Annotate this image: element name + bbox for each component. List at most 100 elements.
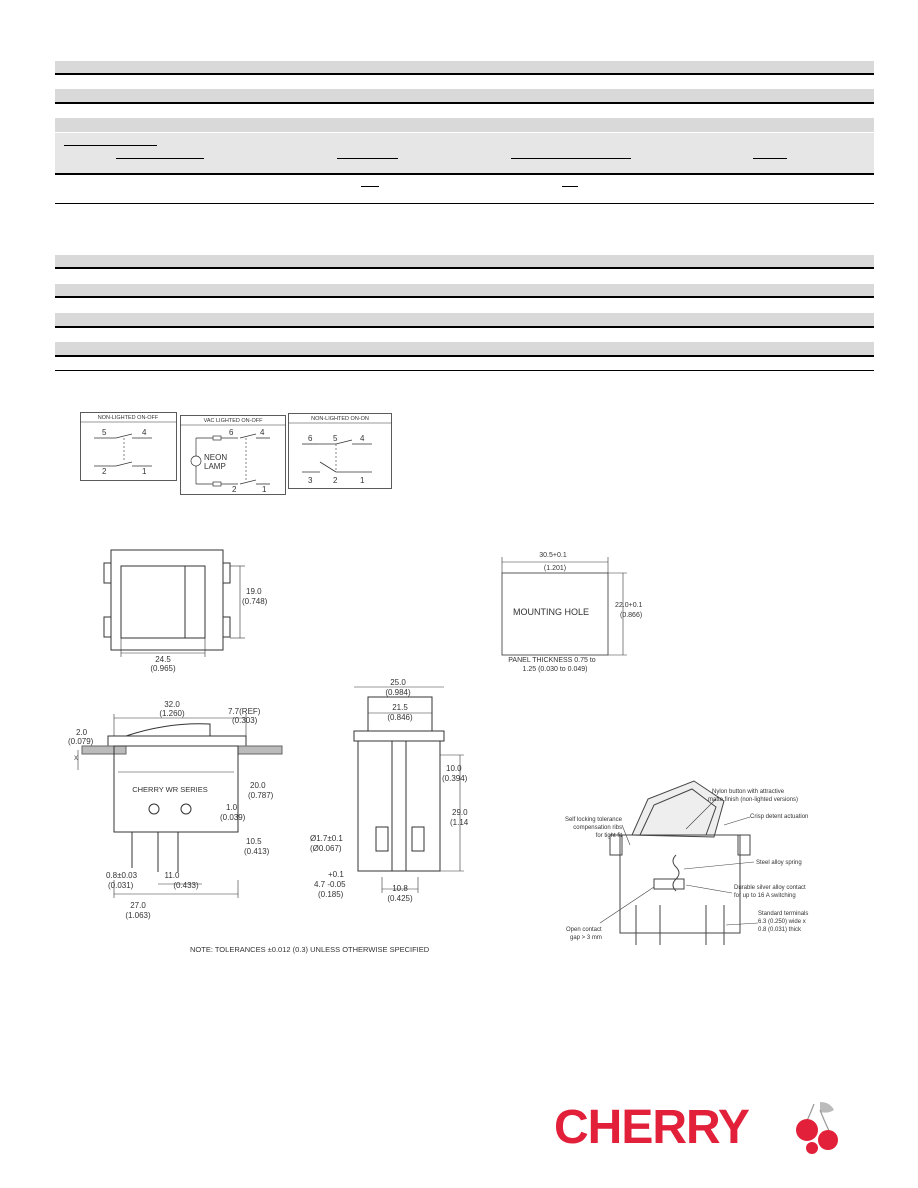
rule: [55, 73, 874, 75]
end-r2-mm: 29.0: [452, 808, 468, 817]
rule: [55, 173, 874, 175]
underline: [361, 186, 379, 187]
mounting-hole-drawing: 30.5+0.1 (1.201) MOUNTING HOLE 22.0+0.1 …: [501, 552, 643, 673]
side-left-in: (0.079): [68, 737, 94, 746]
table-band-5: [55, 284, 874, 296]
rule: [55, 370, 874, 371]
side-b3-in: (1.063): [125, 911, 151, 920]
underline: [116, 158, 204, 159]
wiring-a-t2: 2: [102, 467, 107, 476]
mount-panel-2: 1.25 (0.030 to 0.049): [523, 666, 588, 673]
end-pitch-mm: 10.8: [392, 884, 408, 893]
wiring-c-t6: 6: [308, 434, 313, 443]
wiring-a-title: NON-LIGHTED ON-OFF: [98, 415, 159, 421]
wiring-b-neon: NEON: [204, 453, 227, 462]
underline: [64, 145, 157, 146]
wiring-b-title: VAC LIGHTED ON-OFF: [204, 418, 264, 424]
wiring-c-t5: 5: [333, 434, 338, 443]
table-band-4: [55, 255, 874, 267]
cutaway-illustration: Nylon button with attractive matte finis…: [565, 780, 808, 945]
cutaway-c9: for up to 16 A switching: [734, 893, 796, 899]
wiring-c-t1: 1: [360, 476, 365, 485]
front-height-in: (0.748): [242, 597, 268, 606]
side-b2-in: (0.433): [173, 881, 199, 890]
cutaway-c8: Durable silver alloy contact: [734, 885, 806, 891]
side-view-drawing: 32.0 (1.260) 7.7(REF) (0.303) 2.0 (0.079…: [68, 700, 283, 920]
end-r2-in: (1.14: [450, 818, 469, 827]
wiring-a-t4: 4: [142, 428, 147, 437]
rule: [55, 203, 874, 204]
rule: [55, 326, 874, 328]
side-r3-in: (0.413): [244, 847, 270, 856]
cutaway-c1: Nylon button with attractive: [712, 789, 785, 795]
end-top-mm: 25.0: [390, 678, 406, 687]
end-r1-mm: 10.0: [446, 764, 462, 773]
side-r2-in: (0.039): [220, 813, 246, 822]
wiring-c-t4: 4: [360, 434, 365, 443]
cutaway-c3: Crisp detent actuation: [750, 814, 808, 820]
end-view-drawing: 25.0 (0.984) 21.5 (0.846) 10.0 (0.394) 2…: [310, 678, 469, 903]
end-mid-mm: 21.5: [392, 703, 408, 712]
side-b2-mm: 11.0: [165, 871, 181, 880]
cutaway-c14: gap > 3 mm: [570, 935, 602, 941]
end-pin-in: (0.185): [318, 890, 344, 899]
cherry-logo-text: CHERRY: [554, 1101, 750, 1154]
wiring-b-t6: 6: [229, 428, 234, 437]
wiring-b-t1: 1: [262, 485, 267, 494]
rule: [55, 102, 874, 104]
wiring-c-title: NON-LIGHTED ON-ON: [311, 416, 369, 422]
side-brand: CHERRY WR SERIES: [132, 785, 208, 794]
cutaway-c11: 6.3 (0.250) wide x: [758, 919, 806, 925]
mount-height-mm: 22.0+0.1: [615, 602, 643, 609]
cutaway-c7: Steel alloy spring: [756, 860, 802, 866]
cherry-logo: CHERRY: [554, 1101, 838, 1154]
side-r2-mm: 1.0: [226, 803, 238, 812]
table-band-7: [55, 342, 874, 355]
mount-label: MOUNTING HOLE: [513, 607, 589, 617]
end-r1-in: (0.394): [442, 774, 468, 783]
side-r3-mm: 10.5: [246, 837, 262, 846]
wiring-b-lamp: LAMP: [204, 462, 226, 471]
rule: [55, 267, 874, 269]
rule: [55, 296, 874, 298]
rule: [55, 355, 874, 357]
cutaway-c2: matte finish (non-lighted versions): [708, 797, 798, 803]
end-mid-in: (0.846): [387, 713, 413, 722]
wiring-c-t2: 2: [333, 476, 338, 485]
side-top-mm: 32.0: [164, 700, 180, 709]
front-width-in: (0.965): [150, 664, 176, 673]
cutaway-c5: compensation ribs: [573, 825, 622, 831]
wiring-b-t2: 2: [232, 485, 237, 494]
side-ref-in: (0.303): [232, 716, 258, 725]
table-band-3: [55, 118, 874, 132]
end-top-in: (0.984): [385, 688, 411, 697]
underline: [753, 158, 787, 159]
note-text: NOTE: TOLERANCES ±0.012 (0.3) UNLESS OTH…: [190, 945, 430, 954]
cutaway-c12: 0.8 (0.031) thick: [758, 927, 802, 933]
wiring-diagrams: NON-LIGHTED ON-OFF 5 4 2 1 VAC LIGHTED O…: [80, 412, 392, 495]
wiring-b-t4: 4: [260, 428, 265, 437]
underline: [562, 186, 578, 187]
cutaway-c6: for tight fit: [596, 833, 623, 839]
side-left-mm: 2.0: [76, 728, 88, 737]
table-band-6: [55, 313, 874, 326]
table-band-1: [55, 61, 874, 73]
side-b1-mm: 0.8±0.03: [106, 871, 138, 880]
end-tol: +0.1: [328, 870, 344, 879]
underline: [511, 158, 631, 159]
side-r1-in: (0.787): [248, 791, 274, 800]
side-top-in: (1.260): [159, 709, 185, 718]
mount-width-mm: 30.5+0.1: [539, 552, 567, 559]
cutaway-c10: Standard terminals: [758, 911, 808, 917]
side-r1-mm: 20.0: [250, 781, 266, 790]
side-ref-mm: 7.7(REF): [228, 707, 261, 716]
table-band-2: [55, 89, 874, 102]
mount-height-in: (0.866): [620, 612, 642, 619]
end-hole-mm: Ø1.7±0.1: [310, 834, 343, 843]
cutaway-c13: Open contact: [566, 927, 602, 933]
front-width-mm: 24.5: [155, 655, 171, 664]
mount-width-in: (1.201): [544, 565, 566, 572]
end-hole-in: (Ø0.067): [310, 844, 342, 853]
side-b3-mm: 27.0: [130, 901, 146, 910]
underline: [337, 158, 398, 159]
